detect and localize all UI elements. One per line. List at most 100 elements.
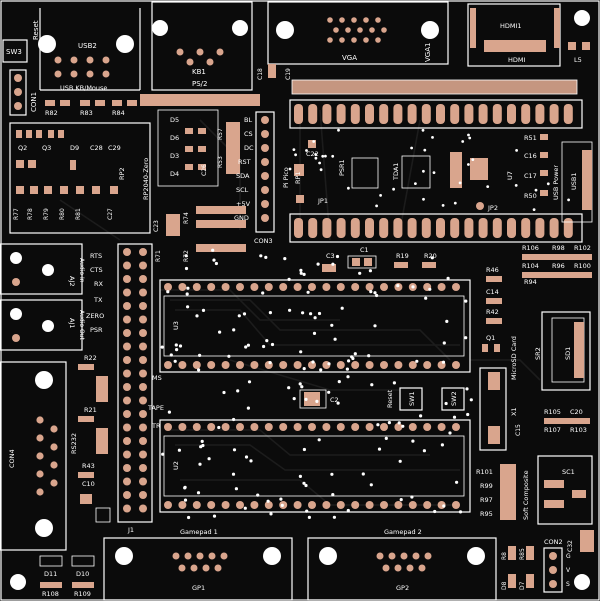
via <box>373 291 377 295</box>
via <box>279 497 283 501</box>
r106-label: R106 <box>522 244 539 252</box>
via <box>292 397 296 401</box>
r71-label: R71 <box>155 250 162 262</box>
pico-pin <box>492 218 502 238</box>
rs232-pin <box>36 452 44 460</box>
j1-pin <box>123 383 131 391</box>
j1-pin <box>123 288 131 297</box>
sw3-label: SW3 <box>6 48 22 56</box>
via <box>350 355 354 359</box>
j1-pin <box>123 356 131 364</box>
via <box>546 182 550 186</box>
u2-pin <box>264 501 273 509</box>
r53-label: R53 <box>217 156 224 168</box>
u3-pin <box>164 283 172 291</box>
via <box>302 272 306 276</box>
pico-pin <box>521 218 531 238</box>
via <box>302 481 306 485</box>
usb1-power-connector: R51 C16 C17 R50 USB Power USB1 <box>524 134 593 223</box>
via <box>411 439 415 443</box>
u2-pin <box>322 501 331 509</box>
j1-pin <box>123 261 131 270</box>
r107-label: R107 <box>544 426 561 434</box>
d6-label: D6 <box>170 134 179 142</box>
via <box>464 299 468 303</box>
u2-pin <box>365 501 374 509</box>
u7-label: U7 <box>506 171 514 180</box>
d10-label: D10 <box>76 570 89 578</box>
r82-label: R82 <box>45 109 58 117</box>
u3-pin <box>336 361 345 369</box>
via <box>305 509 309 513</box>
via <box>337 380 341 384</box>
d11-label: D11 <box>44 570 57 578</box>
rp2040-zero-label: RP2040-Zero <box>142 158 150 200</box>
via <box>458 510 463 514</box>
j1-pin <box>139 342 147 351</box>
via <box>300 385 304 389</box>
via <box>246 406 250 410</box>
u3-pin <box>207 361 216 369</box>
via <box>431 136 434 139</box>
via <box>337 128 340 132</box>
via <box>160 345 164 349</box>
via <box>237 314 241 318</box>
via <box>421 128 425 132</box>
r21-label: R21 <box>84 406 97 414</box>
j1-pin <box>123 329 131 337</box>
via <box>292 148 296 152</box>
via <box>515 149 518 152</box>
u2-pin <box>164 423 172 431</box>
j1-pin <box>139 248 147 256</box>
via <box>298 474 302 478</box>
rs232-pin <box>50 479 58 487</box>
u3-pin <box>423 361 432 369</box>
mounting-holes <box>10 10 590 590</box>
u2-pin <box>408 501 417 509</box>
left-smd-area: Q2 Q3 D9 C28 C29 R77 R78 R79 R80 R81 C27… <box>9 122 151 234</box>
u3-pin <box>437 283 446 291</box>
j1-pin <box>139 356 147 364</box>
via <box>315 399 319 403</box>
via <box>442 504 446 508</box>
psr1-label: PSR1 <box>338 159 346 176</box>
j1-pin <box>123 423 131 432</box>
c20-label: C20 <box>570 408 583 416</box>
gp1-label: GP1 <box>192 584 205 592</box>
u2-pin <box>408 423 417 431</box>
via <box>324 154 327 158</box>
resistor-grid-right: R106 R98 R102 R104 R96 R100 <box>522 244 592 278</box>
r57-r53-block: R57 R53 <box>217 122 240 174</box>
hdmi1-connector: HDMI1 HDMI <box>467 3 561 67</box>
u3-pin <box>336 283 345 291</box>
via <box>318 161 321 165</box>
via <box>422 449 426 453</box>
c26-label: C26 <box>201 164 208 176</box>
kb1-ps2-connector: KB1 PS/2 <box>151 1 253 91</box>
via <box>461 140 465 143</box>
pico-pin <box>350 104 360 124</box>
via <box>217 425 221 430</box>
kb1-label: KB1 <box>192 68 206 76</box>
c32-label: C32 <box>567 540 574 552</box>
pico-pin <box>294 218 303 238</box>
pico-pin <box>492 104 502 124</box>
c1-label: C1 <box>360 246 369 254</box>
via <box>184 254 188 258</box>
cap-row-mid: C1 C3 R19 R20 <box>322 246 437 272</box>
j1-zero-label: ZERO <box>86 312 104 320</box>
via <box>317 438 321 442</box>
u2-pin <box>293 501 302 509</box>
j1-pin <box>123 315 131 324</box>
via <box>261 291 265 295</box>
u3-pin <box>394 361 403 369</box>
j1-pin <box>139 302 147 310</box>
j1-pin <box>139 288 147 297</box>
via <box>346 508 350 513</box>
via <box>161 452 165 456</box>
rs232-label: RS232 <box>70 433 78 454</box>
u3-pin <box>365 361 374 369</box>
j1-pin <box>139 437 147 445</box>
u3-label: U3 <box>172 321 180 330</box>
u2-pin <box>380 423 388 431</box>
